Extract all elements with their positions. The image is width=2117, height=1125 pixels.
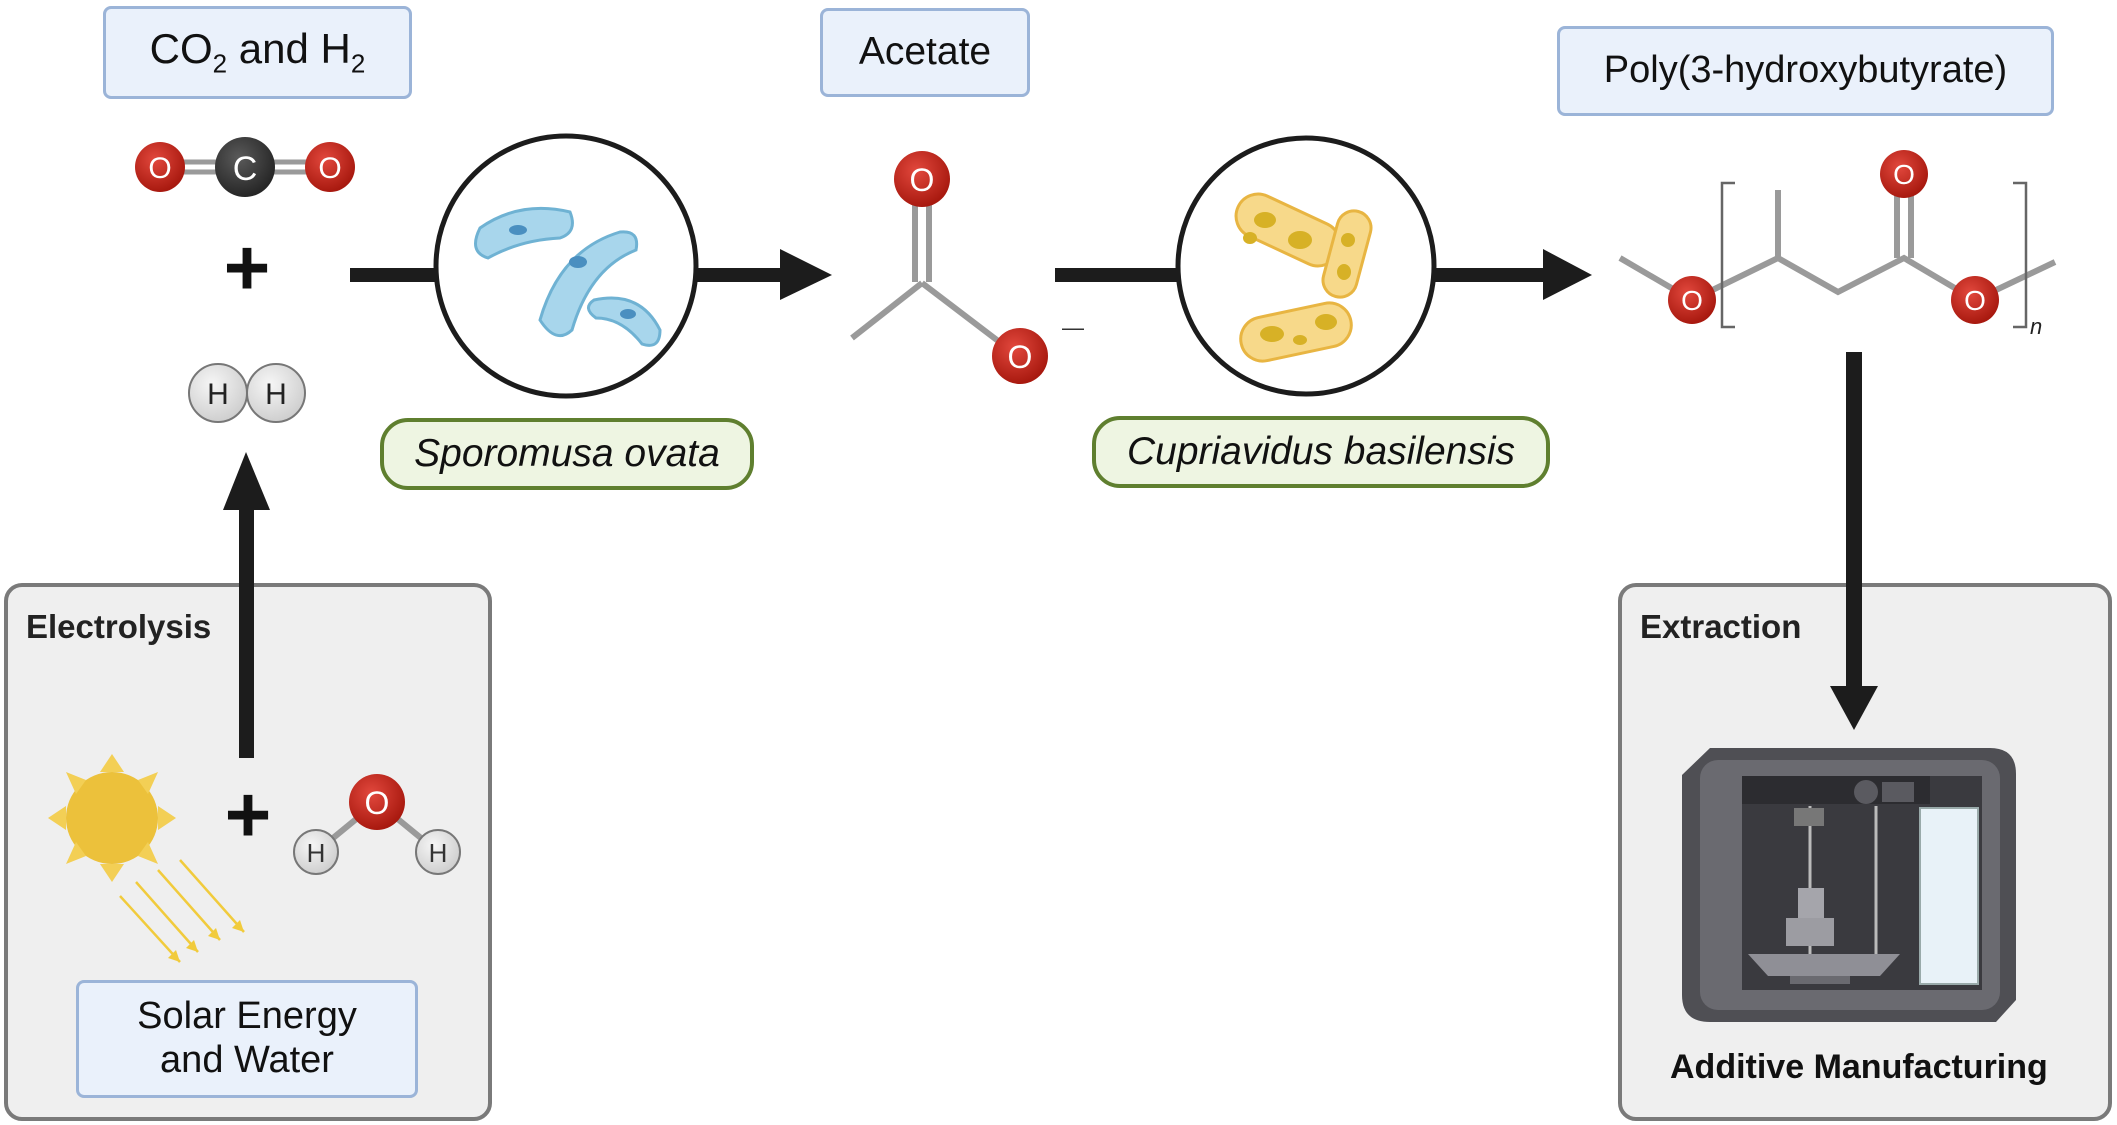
co2-h2-text: CO2 and H2 [149,25,366,79]
svg-text:O: O [1681,285,1703,316]
svg-text:O: O [1893,159,1915,190]
sporomusa-ovata-label: Sporomusa ovata [380,418,754,490]
svg-text:H: H [207,378,229,411]
svg-text:C: C [233,150,258,188]
cupriavidus-basilensis-label: Cupriavidus basilensis [1092,416,1550,488]
phb-polymer-structure: O O O n [1618,150,2057,339]
svg-text:O: O [318,152,341,185]
svg-text:O: O [910,162,935,198]
svg-text:H: H [265,378,287,411]
co2-h2-label: CO2 and H2 [103,6,412,99]
svg-text:O: O [365,785,390,821]
svg-text:H: H [429,838,448,868]
oxygen-atom [305,142,355,192]
acetate-molecule: O O — [850,151,1084,384]
acetate-label: Acetate [820,8,1030,97]
carbon-atom [215,137,275,197]
cupriavidus-bacteria-icon [1175,135,1437,397]
svg-text:O: O [1964,285,1986,316]
repeat-unit-n: n [2030,314,2042,339]
3d-printer-icon [1682,748,2016,1022]
solar-energy-water-label: Solar Energy and Water [76,980,418,1098]
arrow-down-to-printer [1830,352,1878,730]
negative-charge: — [1062,315,1084,340]
h2-molecule: H H [188,363,306,423]
oxygen-atom [135,142,185,192]
extraction-title: Extraction [1640,608,1802,645]
co2-molecule: O C O [135,137,355,197]
water-molecule: O H H [293,774,461,875]
phb-label: Poly(3-hydroxybutyrate) [1557,26,2054,116]
plus-sign: + [224,223,271,312]
plus-sign: + [225,770,272,859]
additive-manufacturing-label: Additive Manufacturing [1670,1048,2048,1086]
electrolysis-title: Electrolysis [26,608,212,645]
sun-icon [48,754,245,963]
svg-text:O: O [148,152,171,185]
arrow-up-to-h2 [223,452,270,758]
svg-text:O: O [1008,339,1033,375]
svg-text:H: H [307,838,326,868]
sporomusa-bacteria-icon [433,133,699,399]
